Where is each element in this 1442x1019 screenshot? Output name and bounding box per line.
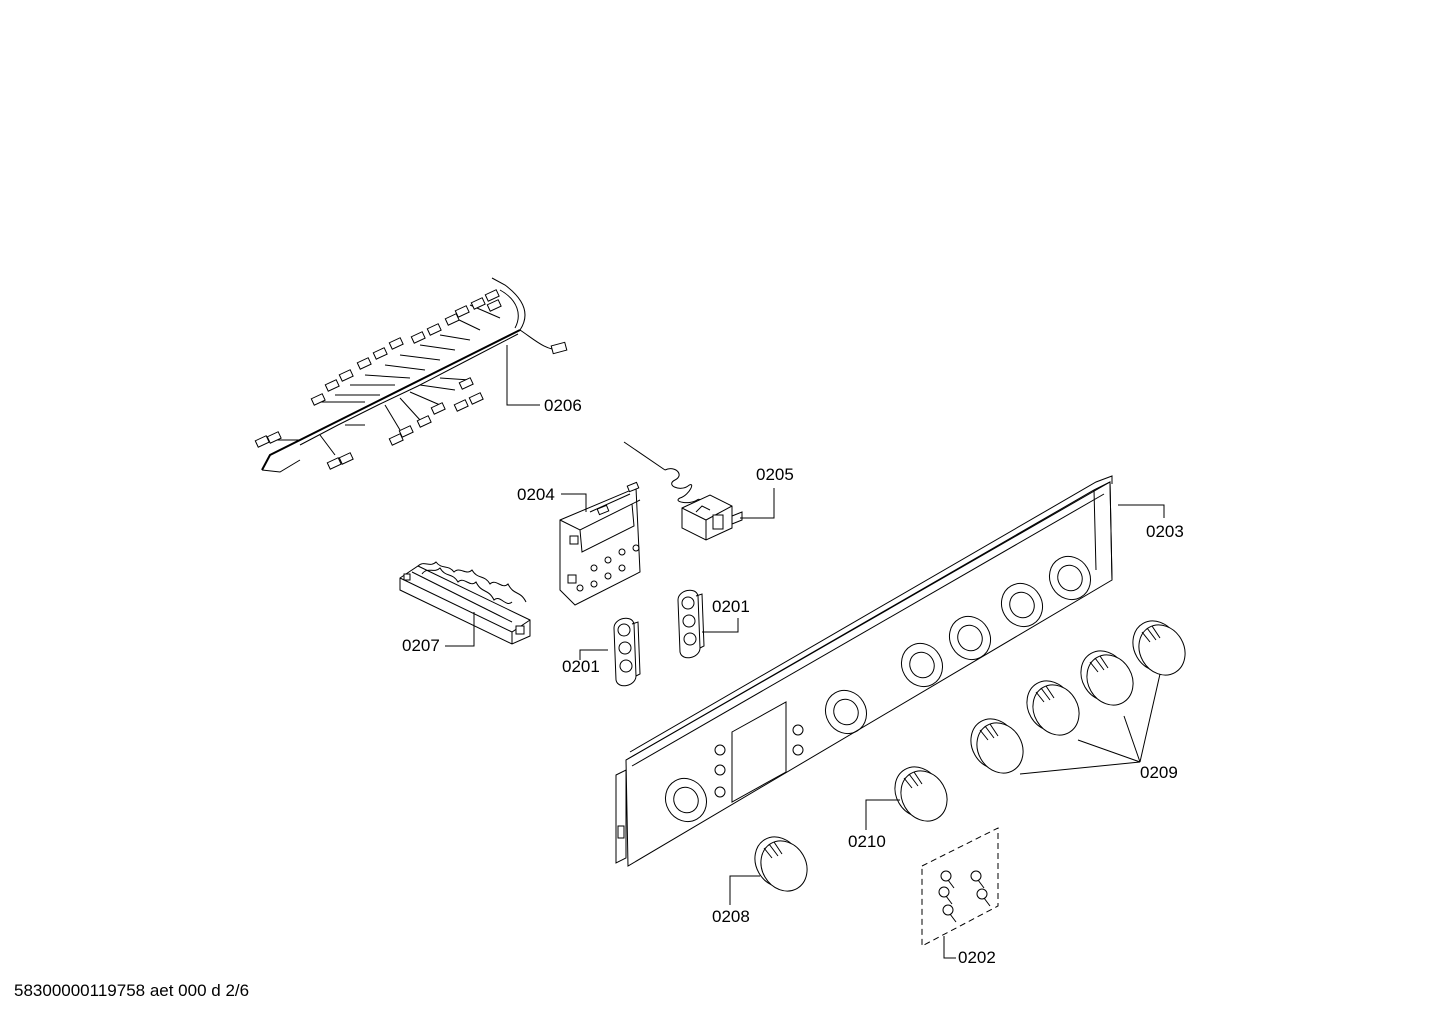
screw-set: [921, 827, 999, 947]
knob-0208: [754, 836, 808, 892]
knob-0209-b: [1026, 680, 1080, 736]
leader-0209: [1019, 673, 1161, 775]
label-0201-left: 0201: [562, 657, 600, 676]
knob-0210: [894, 766, 948, 822]
control-panel: [615, 475, 1113, 867]
label-0210: 0210: [848, 832, 886, 851]
knob-0209-c: [1080, 650, 1134, 706]
document-reference: 58300000119758 aet 000 d 2/6: [14, 981, 250, 1000]
label-0204: 0204: [517, 485, 555, 504]
leader-0202: [943, 936, 956, 959]
leader-0204: [561, 493, 587, 512]
leader-0210: [865, 799, 900, 830]
label-0207: 0207: [402, 636, 440, 655]
leader-0207: [445, 612, 475, 647]
label-0206: 0206: [544, 396, 582, 415]
panel-opening-1: [664, 777, 708, 823]
label-0208: 0208: [712, 907, 750, 926]
lamp-holder-left: [613, 617, 641, 687]
leader-0205: [740, 488, 775, 519]
label-0205: 0205: [756, 465, 794, 484]
wiring-harness: [254, 277, 568, 473]
screw-5: [942, 904, 957, 923]
leader-0201-right: [702, 618, 739, 633]
leader-0208: [729, 875, 760, 905]
leader-0203: [1118, 504, 1165, 518]
screw-4: [976, 888, 991, 907]
label-0209: 0209: [1140, 763, 1178, 782]
panel-opening-4: [948, 615, 992, 661]
panel-opening-2: [824, 689, 868, 735]
terminal-block: [399, 561, 531, 645]
label-0203: 0203: [1146, 522, 1184, 541]
screw-2: [970, 870, 985, 889]
leader-0201-left: [579, 649, 608, 660]
leader-0206: [506, 345, 540, 406]
panel-opening-3: [900, 642, 944, 688]
panel-opening-6: [1048, 555, 1092, 601]
electronic-module: [559, 481, 641, 606]
panel-opening-5: [1000, 582, 1044, 628]
screw-3: [938, 886, 953, 905]
label-0202: 0202: [958, 948, 996, 967]
thermostat: [623, 441, 743, 541]
knob-0209-d: [1132, 620, 1186, 676]
screw-1: [940, 870, 955, 889]
label-0201-right: 0201: [712, 597, 750, 616]
knob-0209-a: [970, 718, 1024, 774]
lamp-holder-right: [677, 589, 705, 659]
